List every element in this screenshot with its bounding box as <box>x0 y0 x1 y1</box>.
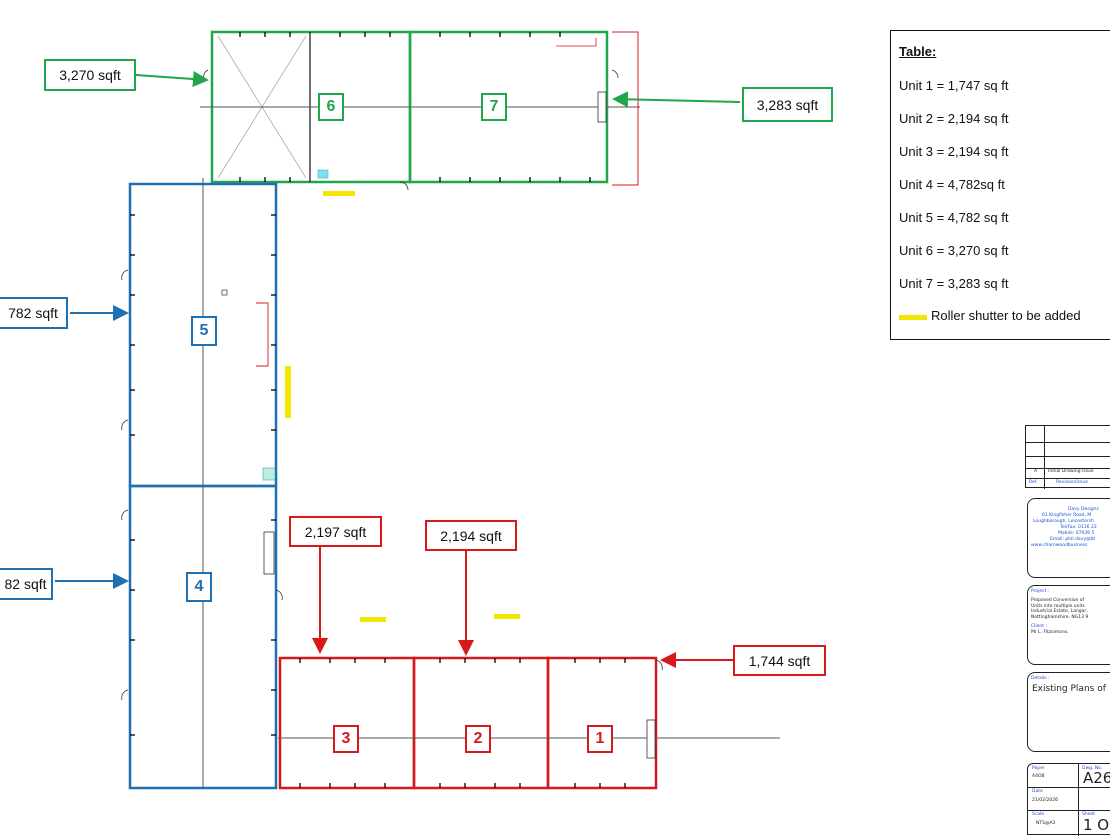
drawing-info-box: Paper A4OB Dwg. No. A26 Date 21/02/2026 … <box>1027 763 1110 836</box>
legend-row-unit-3: Unit 3 = 2,194 sq ft <box>899 144 1009 159</box>
unit-1-number: 1 <box>587 725 613 753</box>
arrow-unit-6 <box>135 71 209 87</box>
legend-row-roller-shutter: Roller shutter to be added <box>931 308 1081 323</box>
roller-shutter <box>323 191 355 196</box>
building-units-1-3 <box>278 656 780 790</box>
fixture <box>317 169 329 179</box>
door <box>597 91 607 123</box>
building-units-6-7 <box>200 30 640 191</box>
unit-6-number: 6 <box>318 93 344 121</box>
company-line: Email: phil.davy@bt <box>1050 537 1096 542</box>
scale-label: Scale <box>1032 812 1045 817</box>
roller-shutter <box>360 617 386 622</box>
area-callout-unit-3: 2,197 sqft <box>289 516 382 547</box>
project-box: Project : Proposed Conversion of Units i… <box>1027 585 1110 665</box>
unit-5-number: 5 <box>191 316 217 346</box>
door-swing <box>121 689 129 701</box>
unit-2-number: 2 <box>465 725 491 753</box>
door-swing <box>203 69 209 81</box>
column-ticks <box>130 214 276 736</box>
area-legend-table: Table: Unit 1 = 1,747 sq ft Unit 2 = 2,1… <box>890 30 1110 340</box>
legend-row-unit-6: Unit 6 = 3,270 sq ft <box>899 243 1009 258</box>
door <box>263 531 275 575</box>
date-value: 21/02/2026 <box>1032 798 1058 803</box>
unit-4-number: 4 <box>186 572 212 602</box>
door-swing <box>121 269 129 281</box>
unit-1-outline <box>546 656 658 790</box>
project-label: Project : <box>1031 589 1050 594</box>
revision-letter: A <box>1034 469 1038 474</box>
area-callout-unit-5: 782 sqft <box>0 297 68 329</box>
fixture <box>221 289 228 296</box>
arrow-unit-7 <box>612 91 741 108</box>
unit-2-outline <box>412 656 550 790</box>
legend-row-unit-4: Unit 4 = 4,782sq ft <box>899 177 1005 192</box>
legend-row-unit-1: Unit 1 = 1,747 sq ft <box>899 78 1009 93</box>
project-line: Units into multiple units <box>1031 603 1085 609</box>
ref-description: Revision/Issue <box>1056 480 1088 485</box>
unit-3-number: 3 <box>333 725 359 753</box>
paper-label: Paper <box>1032 766 1045 771</box>
unit-3-outline <box>278 656 416 790</box>
drawing-number-value: A26 <box>1083 769 1110 787</box>
roller-shutter <box>494 614 520 619</box>
details-text: Existing Plans of <box>1032 684 1106 694</box>
client-name: Mr L. Fitzsimons. <box>1031 630 1069 635</box>
drawing-number-label: Dwg. No. <box>1082 766 1103 771</box>
area-callout-unit-7: 3,283 sqft <box>742 87 833 122</box>
door-swing <box>121 509 129 521</box>
dimension-line <box>256 302 269 367</box>
company-line: www.charnwoodbusiness <box>1031 543 1088 548</box>
company-line: Mobile: 07939 5 <box>1058 531 1095 536</box>
dimension-line <box>556 38 597 47</box>
project-line: Industrial Estate, Langar, <box>1031 609 1088 614</box>
dimension-line <box>612 31 639 186</box>
unit-7-number: 7 <box>481 93 507 121</box>
revision-description: Initial Drawing Issue <box>1048 469 1094 474</box>
revision-table: A Initial Drawing Issue Ref. Revision/Is… <box>1025 425 1110 489</box>
roller-shutter <box>285 366 291 418</box>
scale-value: NTS@A3 <box>1036 821 1056 826</box>
sheet-value: 1 O <box>1083 816 1110 834</box>
door-swing <box>611 69 619 79</box>
building-units-4-5 <box>121 178 283 790</box>
company-line: Davy Designs <box>1068 507 1099 512</box>
legend-row-unit-5: Unit 5 = 4,782 sq ft <box>899 210 1009 225</box>
door-swing <box>275 589 283 601</box>
column-ticks <box>239 32 591 182</box>
company-box: Davy Designs 61 Kingfisher Road, M Lough… <box>1027 498 1110 578</box>
company-line: 61 Kingfisher Road, M <box>1042 513 1092 518</box>
legend-row-unit-7: Unit 7 = 3,283 sq ft <box>899 276 1009 291</box>
door-swing <box>121 419 129 431</box>
drawing-title-block: A Initial Drawing Issue Ref. Revision/Is… <box>1025 425 1110 836</box>
company-line: Loughborough, Leicestersh <box>1033 519 1094 524</box>
date-label: Date <box>1032 789 1043 794</box>
fixture <box>262 467 276 481</box>
roller-shutter-swatch <box>899 315 927 320</box>
area-callout-unit-1: 1,744 sqft <box>733 645 826 676</box>
paper-value: A4OB <box>1032 774 1045 779</box>
area-callout-unit-2: 2,194 sqft <box>425 520 517 551</box>
area-callout-unit-4: 82 sqft <box>0 568 53 600</box>
door-swing <box>399 181 409 191</box>
sheet-label: Sheet <box>1082 812 1096 817</box>
project-line: Proposed Conversion of <box>1031 598 1085 603</box>
area-callout-unit-6: 3,270 sqft <box>44 59 136 91</box>
ref-label: Ref. <box>1029 480 1038 485</box>
details-box: Details : Existing Plans of <box>1027 672 1110 752</box>
company-line: Tel/Fax: 0116 23 <box>1060 525 1097 530</box>
column-ticks <box>299 658 626 788</box>
legend-title: Table: <box>899 44 937 59</box>
legend-row-unit-2: Unit 2 = 2,194 sq ft <box>899 111 1009 126</box>
roller-shutters <box>285 191 520 622</box>
details-label: Details : <box>1031 676 1050 681</box>
project-line: Nottinghamshire. NG13 9 <box>1031 614 1089 620</box>
door <box>646 719 656 759</box>
client-label: Client : <box>1031 624 1047 629</box>
